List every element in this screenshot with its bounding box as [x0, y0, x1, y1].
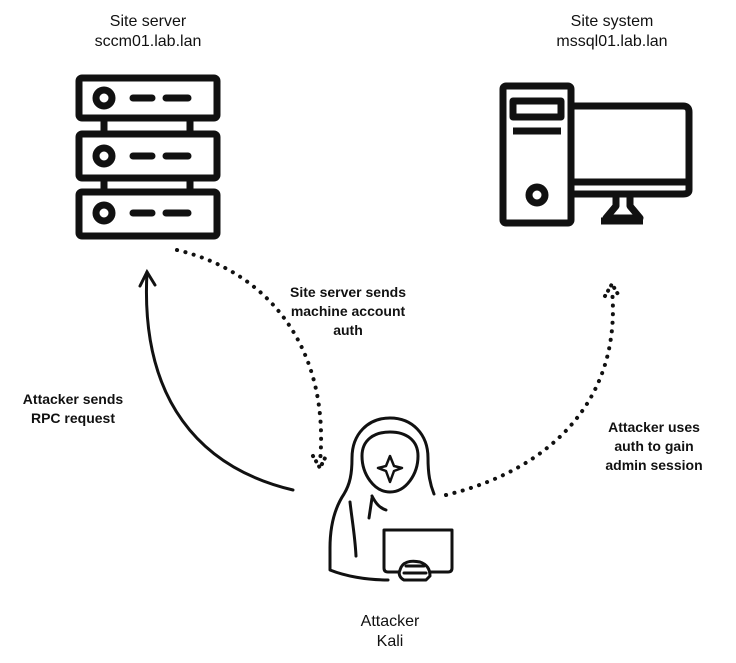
attacker-role: Attacker	[360, 613, 420, 630]
hooded-hacker-laptop-icon	[328, 416, 454, 582]
site-system-role: Site system	[570, 13, 654, 30]
admin-session-line1: Attacker uses	[608, 419, 700, 435]
rpc-request-arrow	[138, 268, 295, 492]
desktop-computer-icon	[499, 82, 693, 227]
server-rack-icon	[75, 74, 221, 240]
machine-auth-line1: Site server sends	[290, 284, 406, 300]
site-system-host: mssql01.lab.lan	[556, 33, 668, 50]
rpc-request-line2: RPC request	[30, 410, 116, 426]
admin-session-label: Attacker uses auth to gain admin session	[588, 418, 720, 475]
machine-auth-label: Site server sends machine account auth	[268, 283, 428, 340]
machine-auth-line2: machine account	[290, 303, 406, 319]
attacker-host: Kali	[376, 633, 404, 650]
site-server-label: Site server sccm01.lab.lan	[48, 12, 248, 52]
machine-auth-line3: auth	[333, 322, 363, 338]
admin-session-line3: admin session	[605, 457, 703, 473]
rpc-request-line1: Attacker sends	[22, 391, 124, 407]
site-server-role: Site server	[109, 13, 187, 30]
site-system-label: Site system mssql01.lab.lan	[512, 12, 712, 52]
rpc-request-label: Attacker sends RPC request	[0, 390, 146, 428]
admin-session-arrow	[444, 280, 621, 497]
attacker-label: Attacker Kali	[290, 612, 490, 652]
machine-auth-arrow	[175, 248, 328, 473]
admin-session-line2: auth to gain	[614, 438, 694, 454]
site-server-host: sccm01.lab.lan	[94, 33, 202, 50]
